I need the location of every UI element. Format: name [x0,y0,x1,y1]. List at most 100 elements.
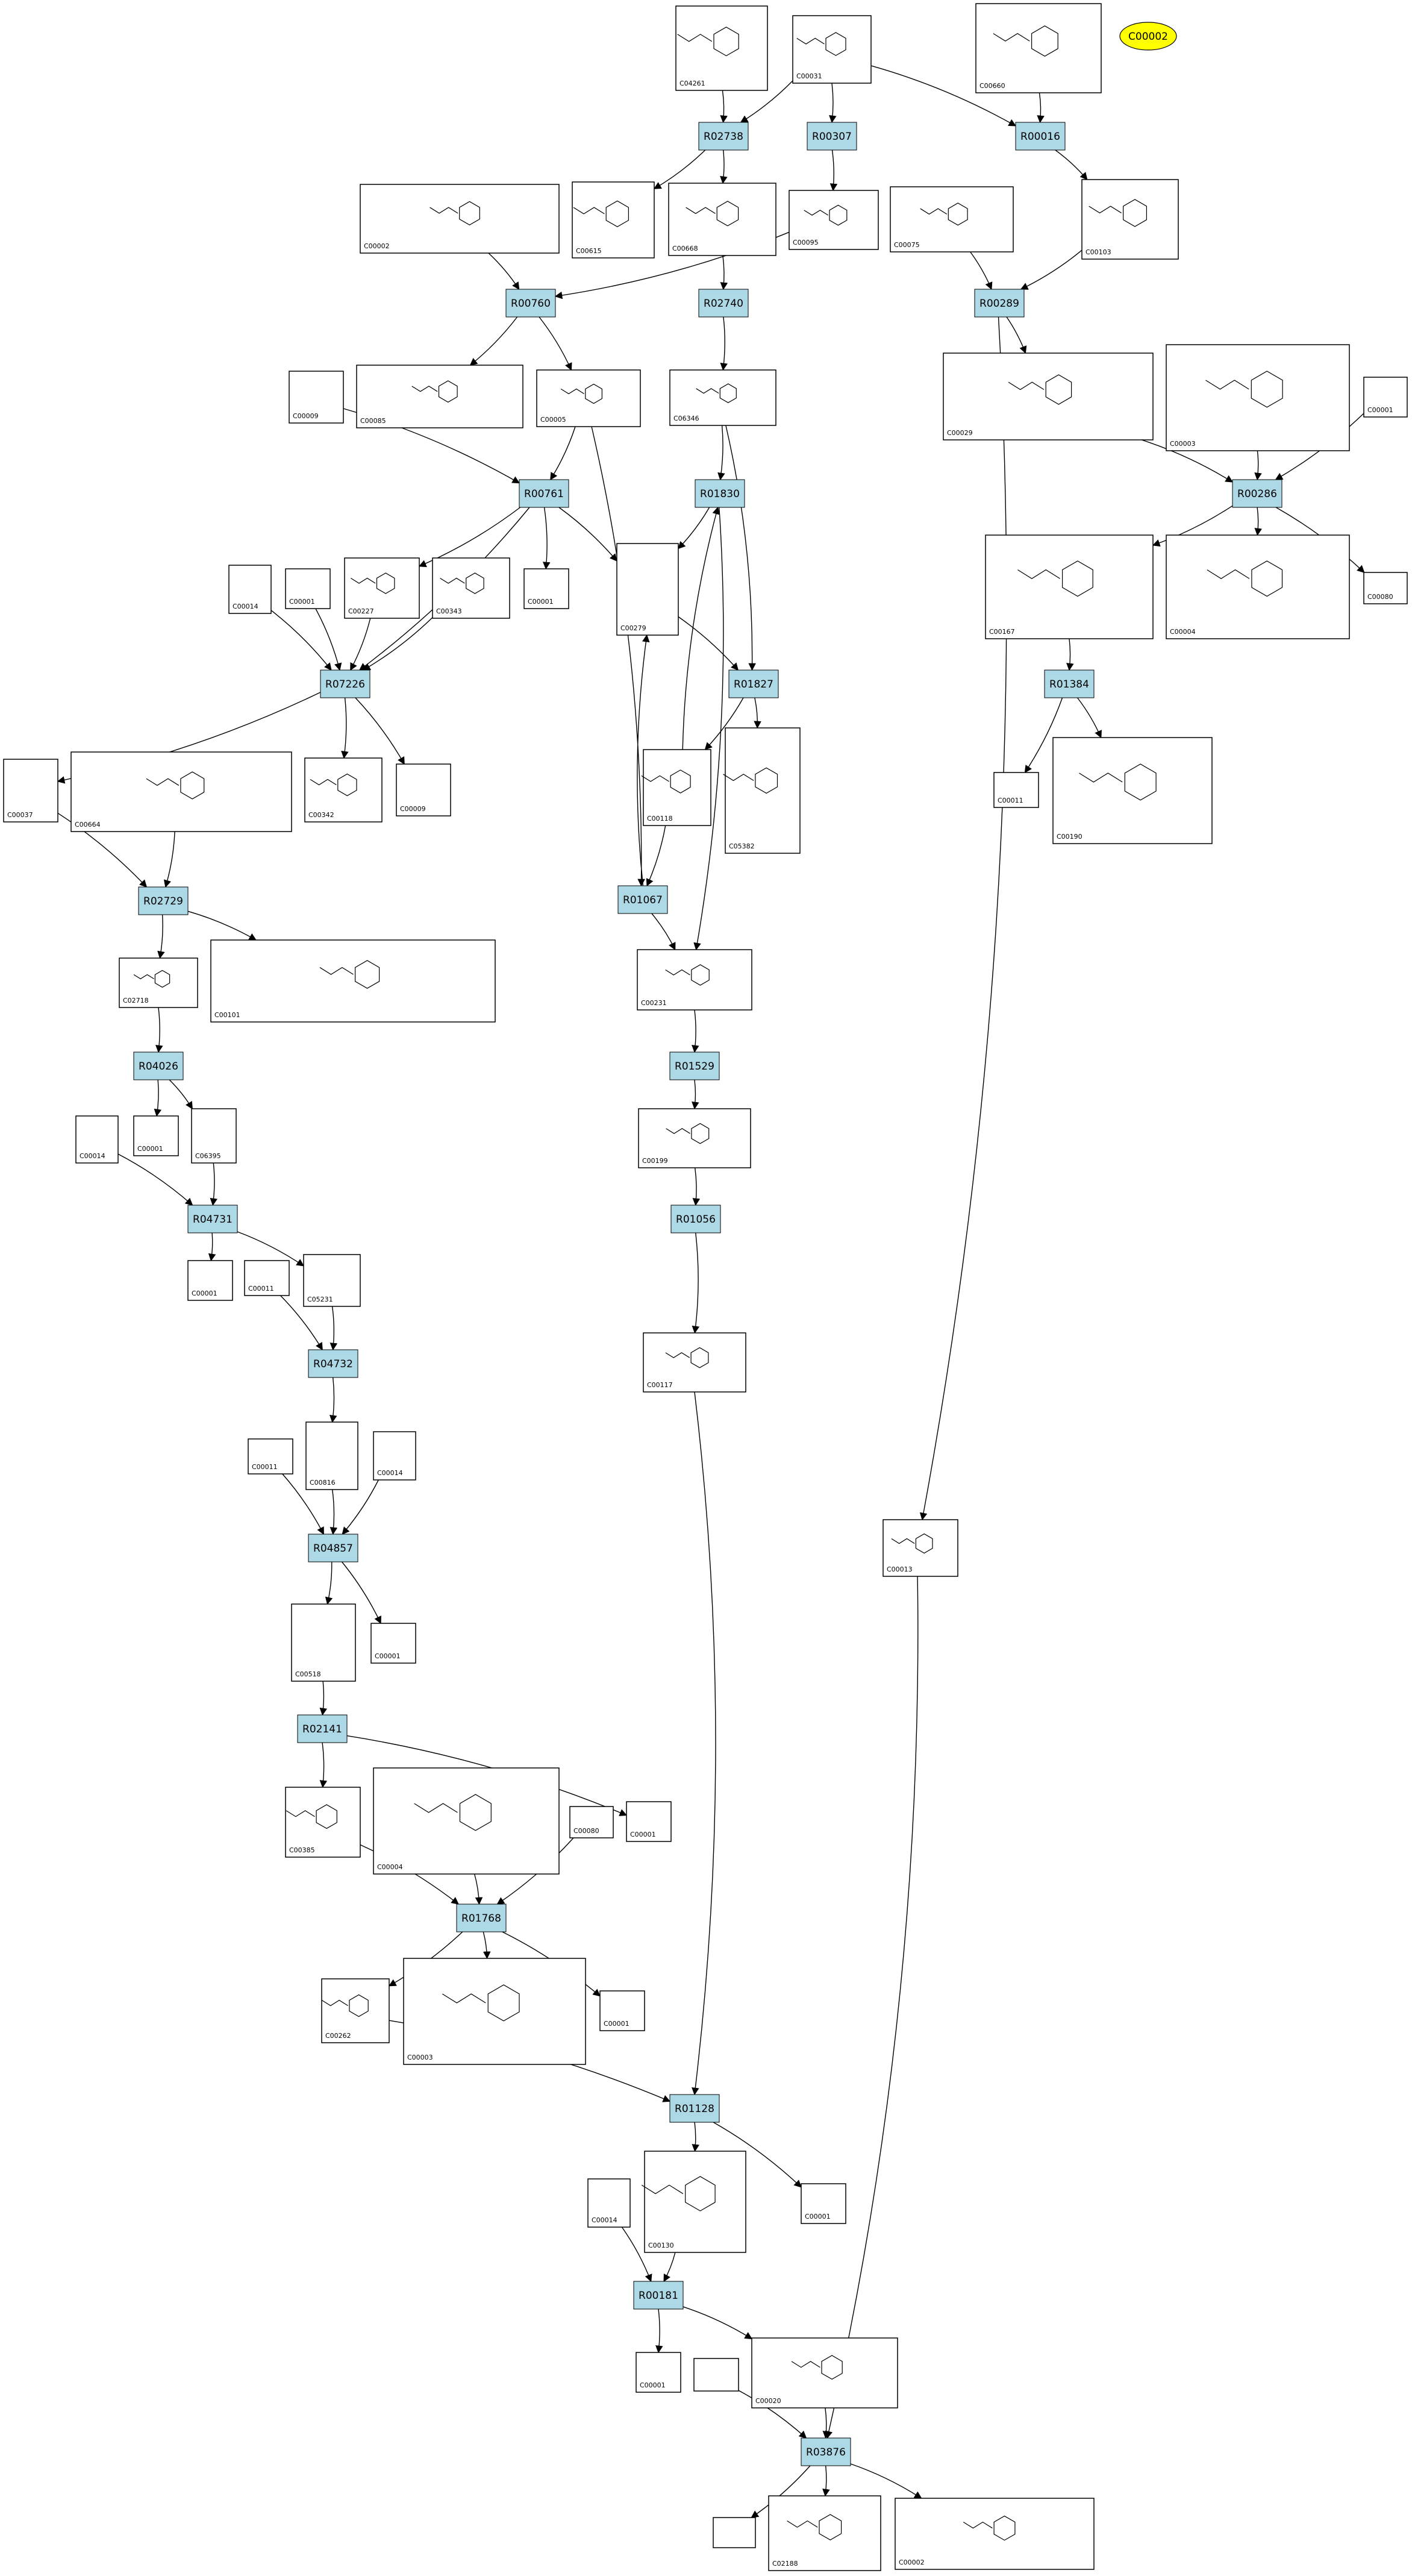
compound-node[interactable]: C00020 [751,2337,898,2408]
reaction-node[interactable]: R00016 [1015,122,1066,151]
compound-node[interactable]: C00009 [289,371,344,424]
compound-node[interactable]: C00190 [1052,737,1213,844]
reaction-node[interactable]: R07226 [320,669,370,698]
compound-node[interactable]: C00009 [396,763,451,816]
compound-node[interactable]: C00001 [370,1623,416,1664]
compound-node[interactable]: C00080 [569,1806,614,1838]
reaction-node[interactable]: R01827 [728,669,779,698]
reaction-node[interactable]: R01128 [669,2094,720,2123]
compound-node[interactable]: C00011 [244,1260,290,1296]
compound-node[interactable]: C00117 [643,1332,746,1393]
compound-node[interactable]: C00615 [572,181,655,259]
reaction-node[interactable]: R00307 [807,122,857,151]
compound-node[interactable]: C06346 [669,369,776,426]
compound-node[interactable]: C00130 [641,2151,746,2253]
reaction-node[interactable]: R04857 [308,1534,358,1562]
compound-node[interactable]: C00001 [1363,377,1408,418]
reaction-node[interactable]: R03876 [801,2437,851,2466]
compound-node[interactable]: C00001 [636,2352,681,2393]
compound-node[interactable]: C00004 [1166,534,1350,639]
compound-box [291,1603,356,1682]
compound-node[interactable]: C00075 [890,186,1014,252]
reaction-node[interactable]: R01056 [670,1205,721,1233]
reaction-node[interactable]: R00181 [633,2281,684,2310]
compound-node[interactable]: C00199 [638,1108,751,1168]
compound-node[interactable] [713,2517,756,2548]
compound-node[interactable]: C00005 [536,369,641,427]
compound-node[interactable]: C00080 [1363,572,1408,604]
compound-node[interactable]: C00227 [344,557,420,619]
compound-node[interactable]: C00343 [432,557,510,619]
compound-node[interactable]: C00262 [321,1978,390,2043]
compound-node[interactable]: C00011 [248,1438,293,1474]
reaction-node[interactable]: R00289 [974,289,1025,318]
reaction-label: R00016 [1020,131,1060,143]
compound-node[interactable]: C00231 [637,949,752,1011]
compound-node[interactable]: C00014 [75,1115,119,1164]
reaction-node[interactable]: R00761 [519,479,569,508]
reaction-node[interactable]: R02729 [138,886,189,915]
compound-node[interactable]: C00001 [599,1990,645,2031]
reaction-node[interactable]: R04026 [133,1051,184,1080]
compound-node[interactable]: C00029 [943,353,1154,440]
compound-node[interactable]: C02718 [119,957,198,1008]
compound-node[interactable]: C00014 [373,1431,416,1481]
compound-node[interactable]: C00001 [626,1801,672,1842]
reaction-node[interactable]: R02141 [297,1714,348,1743]
reaction-node[interactable]: R02740 [698,289,749,318]
compound-node[interactable]: C00003 [1166,344,1350,451]
compound-node[interactable]: C00118 [641,749,711,826]
compound-node[interactable]: C00816 [305,1421,358,1490]
compound-node[interactable]: C00003 [403,1958,586,2065]
reaction-node[interactable]: R01384 [1044,669,1095,698]
compound-node[interactable]: C00085 [356,365,523,428]
compound-node[interactable]: C00095 [789,190,879,250]
reaction-node[interactable]: R02738 [698,122,749,151]
compound-label: C00664 [75,821,101,829]
edge-arrow [488,252,520,290]
compound-node[interactable]: C04261 [675,5,768,91]
compound-node[interactable]: C00014 [587,2178,631,2228]
compound-node[interactable]: C00664 [70,751,292,832]
reaction-node[interactable]: R04731 [187,1205,238,1233]
compound-node[interactable]: C00013 [882,1519,958,1577]
reaction-node[interactable]: R04732 [308,1349,358,1378]
edge-arrow [621,2227,652,2283]
compound-node[interactable]: C05231 [303,1254,361,1307]
compound-node[interactable]: C00001 [133,1115,179,1156]
compound-node[interactable]: C00002 [360,184,560,254]
compound-node[interactable]: C00001 [187,1260,233,1301]
compound-node[interactable]: C06395 [191,1108,237,1164]
compound-node[interactable]: C00342 [304,757,383,823]
reaction-node[interactable]: R01830 [695,479,745,508]
reaction-node[interactable]: R00286 [1232,479,1282,508]
highlight-node[interactable]: C00002 [1119,22,1177,51]
compound-node[interactable]: C00103 [1081,179,1179,260]
compound-node[interactable]: C00385 [285,1787,361,1858]
compound-label: C00615 [576,247,602,255]
compound-node[interactable] [693,2358,739,2392]
compound-node[interactable]: C00037 [3,759,58,823]
compound-node[interactable]: C00660 [975,3,1102,93]
compound-node[interactable]: C00011 [993,772,1039,808]
reaction-node[interactable]: R01768 [456,1904,507,1932]
compound-node[interactable]: C00014 [228,565,272,614]
reaction-node[interactable]: R01067 [617,885,668,914]
compound-node[interactable]: C00001 [523,568,569,609]
reaction-box [698,122,749,151]
compound-node[interactable]: C00279 [616,543,679,636]
compound-node[interactable]: C00668 [668,183,776,256]
compound-box [669,369,776,426]
compound-node[interactable]: C05382 [723,727,801,854]
reaction-node[interactable]: R00760 [505,289,556,318]
compound-node[interactable]: C00001 [801,2183,846,2224]
compound-node[interactable]: C02188 [768,2495,881,2571]
compound-node[interactable]: C00518 [291,1603,356,1682]
compound-node[interactable]: C00101 [210,939,496,1023]
compound-node[interactable]: C00004 [373,1767,560,1875]
compound-node[interactable]: C00031 [792,15,872,84]
compound-node[interactable]: C00167 [985,534,1154,639]
compound-node[interactable]: C00001 [285,568,331,609]
compound-node[interactable]: C00002 [895,2498,1095,2570]
reaction-node[interactable]: R01529 [669,1051,720,1080]
